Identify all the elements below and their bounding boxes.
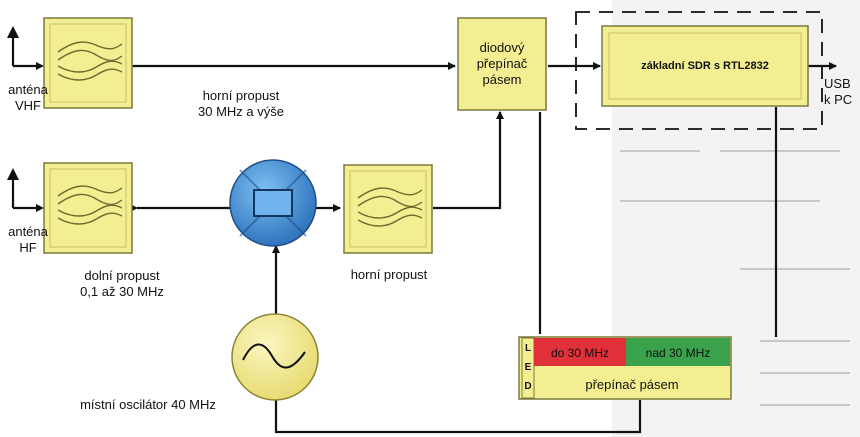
filter-highpass <box>343 164 433 254</box>
sdr-label: základní SDR s RTL2832 <box>641 60 769 72</box>
background-line <box>720 150 840 152</box>
diode-switch-block <box>457 17 547 111</box>
filter-curves-icon <box>357 187 423 227</box>
antenna-icon <box>7 168 44 212</box>
band-switch-block <box>518 336 732 400</box>
highpass-label: horní propust <box>350 267 428 282</box>
filter-curves-icon <box>57 41 123 81</box>
background-line <box>760 372 850 374</box>
sdr-block <box>601 25 809 107</box>
wires <box>126 62 837 434</box>
background-line <box>760 340 850 342</box>
background-line <box>620 200 820 202</box>
sine-wave-icon <box>231 313 319 401</box>
filter-curves-icon <box>57 185 123 225</box>
background-line <box>760 404 850 406</box>
band-switch-label: přepínač pásem <box>585 377 679 392</box>
wire-highpass-switch <box>433 111 504 210</box>
oscillator-label: místní oscilátor 40 MHz <box>80 397 216 412</box>
filter-hf-lowpass <box>43 162 133 254</box>
band-low-label: do 30 MHz <box>550 346 610 360</box>
sdr-dashed-outline <box>575 11 823 130</box>
wire-bandswitch-oscillator <box>274 398 642 434</box>
band-high-label: nad 30 MHz <box>645 346 711 360</box>
led-green-segment <box>626 338 730 366</box>
background-line <box>740 268 850 270</box>
background-line <box>620 150 700 152</box>
filter-vhf-highpass <box>43 17 133 109</box>
led-red-segment <box>534 338 626 366</box>
antenna-icon <box>7 26 44 70</box>
mixer-icon <box>229 159 317 247</box>
